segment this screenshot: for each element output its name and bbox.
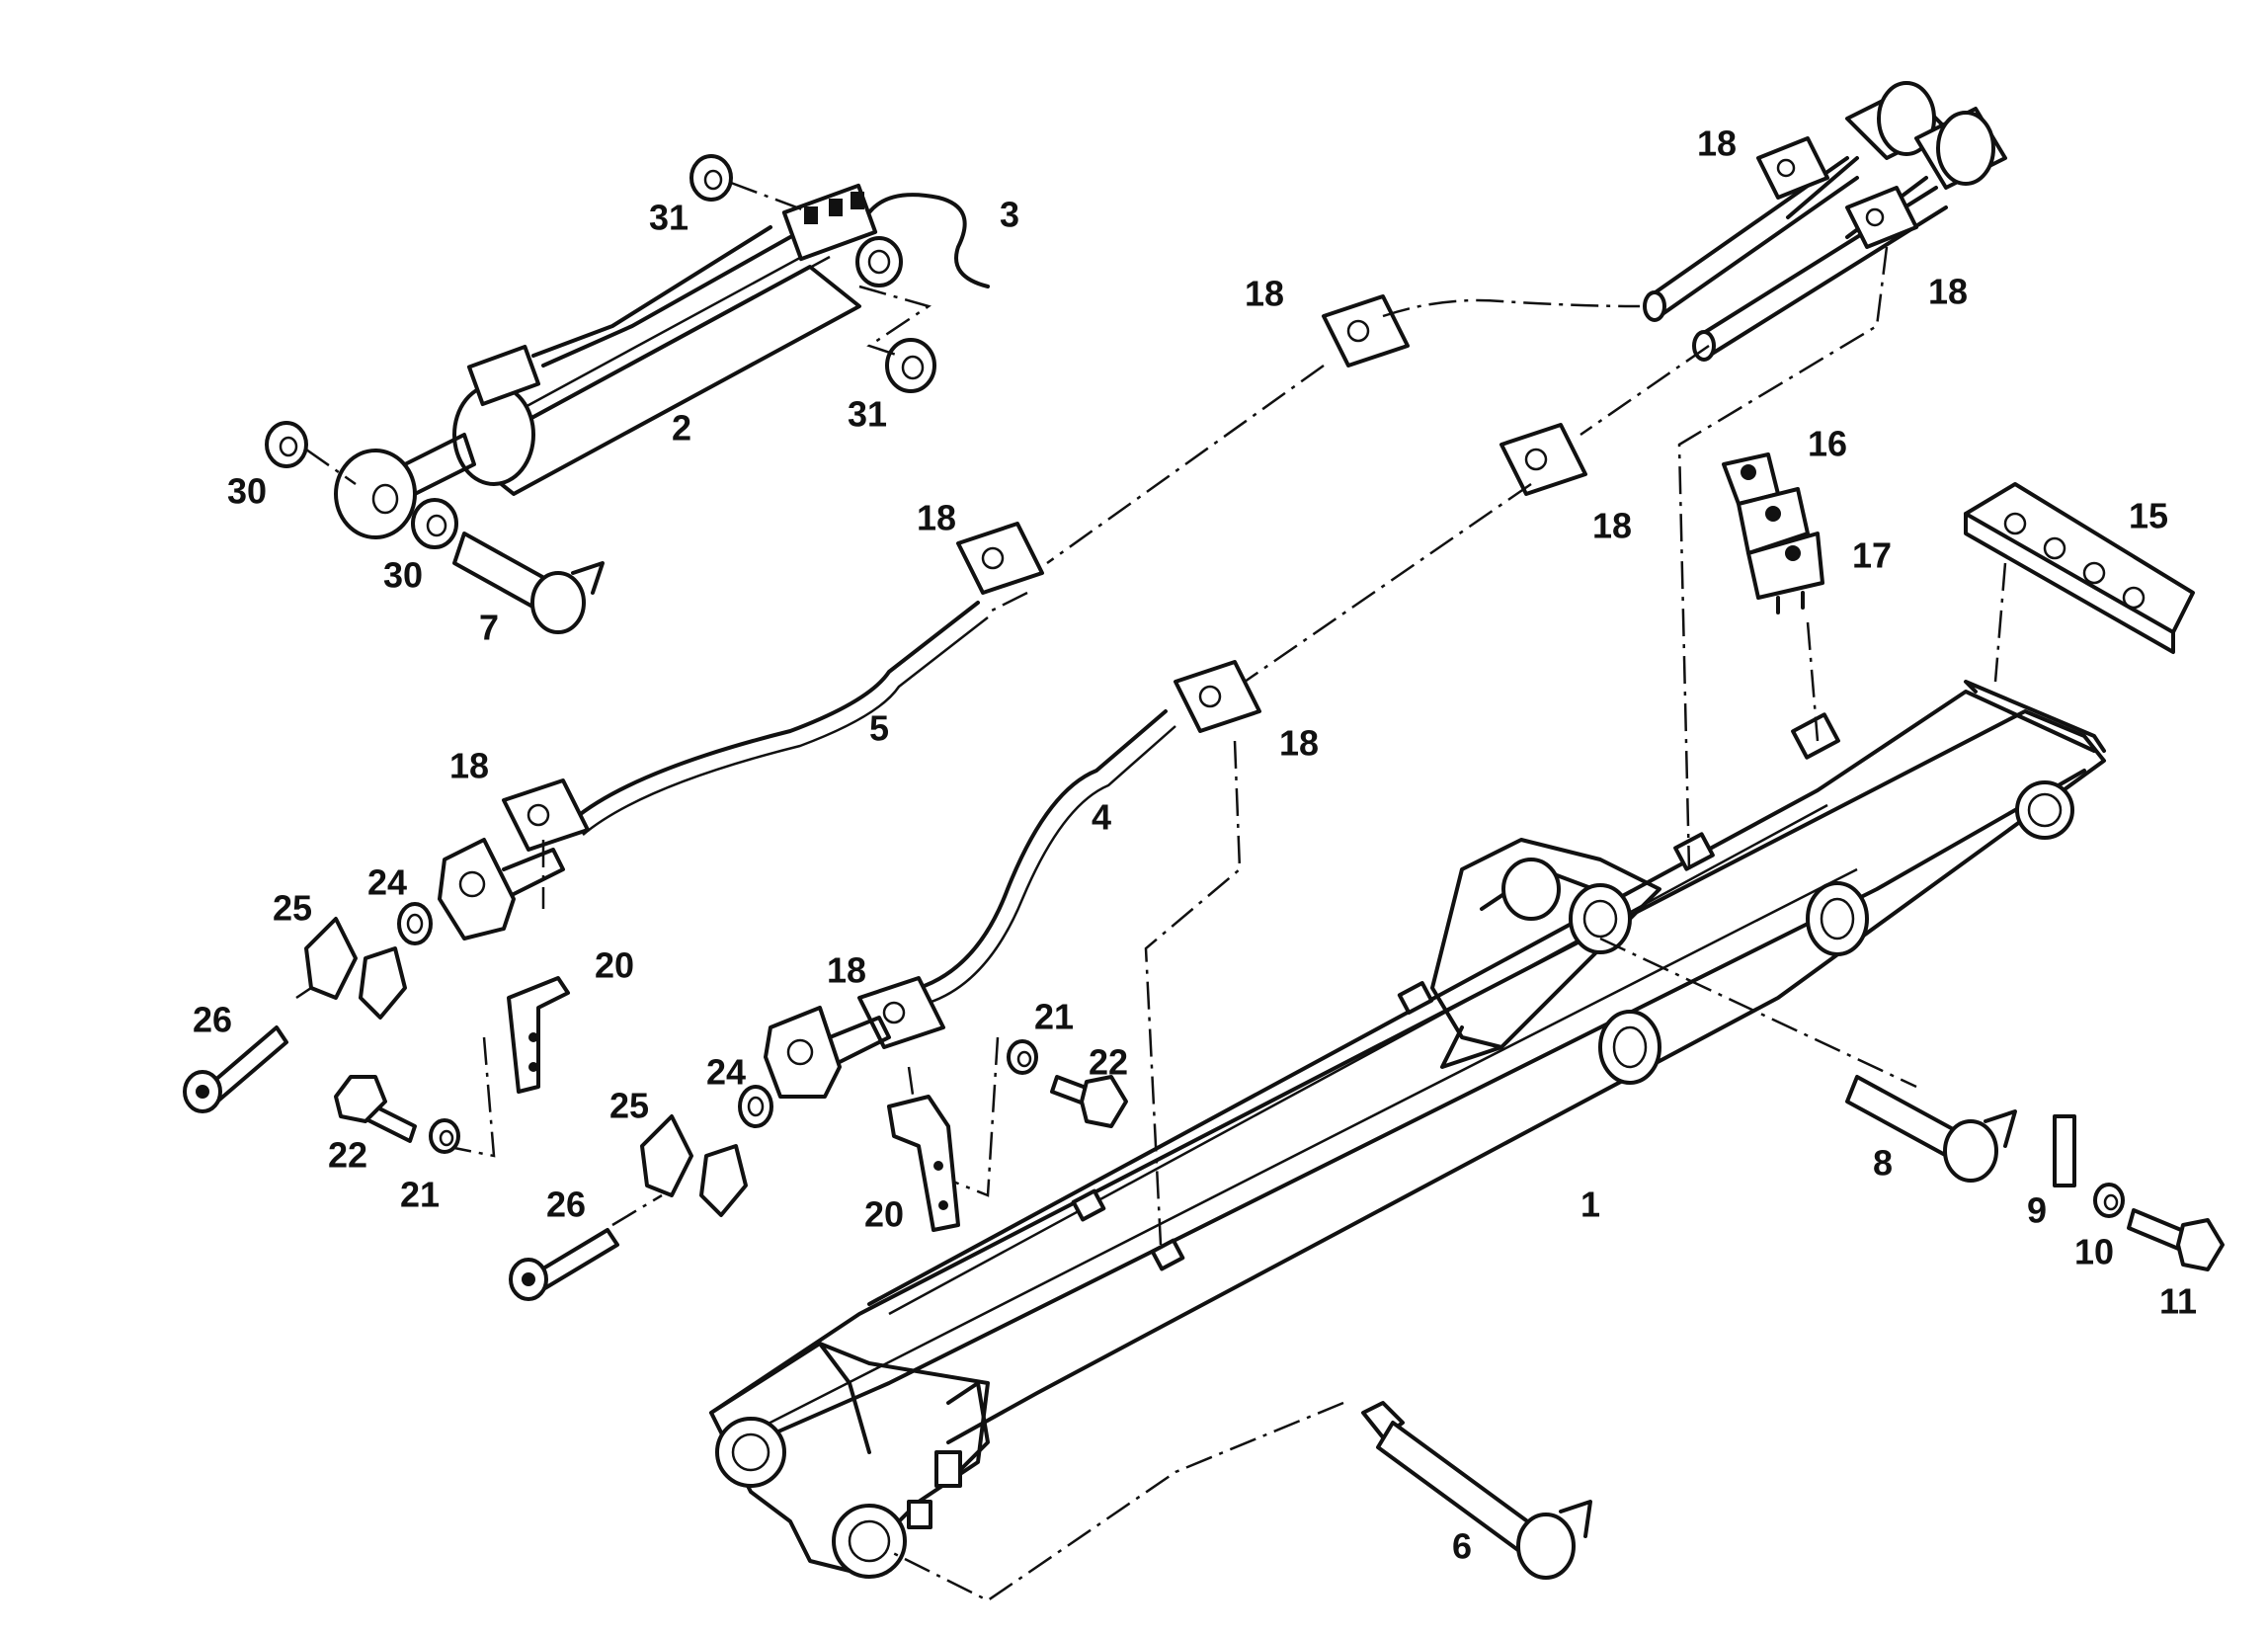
label-part-17: 17 [1852,535,1892,576]
pin-7 [452,532,605,634]
label-part-21-a: 21 [400,1175,440,1215]
label-part-31-a: 31 [649,198,688,238]
hydraulic-line-4-inner [928,725,1176,1005]
hydraulic-line-4 [917,709,1168,990]
label-part-4: 4 [1092,797,1111,838]
right-hardware [1361,452,2225,1580]
label-part-22-b: 22 [1089,1042,1128,1083]
label-part-18-d: 18 [1592,506,1632,546]
label-part-26-b: 26 [546,1185,586,1225]
label-part-2: 2 [672,408,691,449]
label-part-30-b: 30 [383,555,423,596]
label-part-18-c: 18 [1245,274,1284,314]
label-part-10: 10 [2074,1232,2114,1272]
label-part-18-g: 18 [449,746,489,786]
label-part-3: 3 [1000,195,1019,235]
hydraulic-cylinder [334,183,903,539]
label-part-11: 11 [2159,1281,2197,1322]
label-part-25-a: 25 [273,888,312,929]
label-part-18-f: 18 [1279,723,1319,764]
hydraulic-line-5-inner [582,616,989,836]
label-part-20-b: 20 [864,1194,904,1235]
left-fittings [183,838,1128,1301]
label-part-1: 1 [1580,1185,1600,1225]
label-part-25-b: 25 [609,1086,649,1126]
label-part-18-a: 18 [1697,123,1737,164]
label-part-7: 7 [479,608,499,648]
label-part-20-a: 20 [595,945,634,986]
label-part-18-e: 18 [917,498,956,538]
label-part-24-b: 24 [706,1052,746,1093]
washers [265,154,936,549]
label-part-15: 15 [2129,496,2168,536]
label-part-16: 16 [1808,424,1847,464]
label-part-24-a: 24 [367,862,407,903]
label-part-26-a: 26 [193,1000,232,1040]
label-part-8: 8 [1873,1143,1893,1184]
hydraulic-line-5 [571,601,980,822]
hose-3 [867,193,990,288]
label-part-22-a: 22 [328,1135,367,1176]
label-part-5: 5 [869,708,889,749]
label-part-31-b: 31 [848,394,887,435]
label-part-18-b: 18 [1928,272,1968,312]
label-part-6: 6 [1452,1526,1472,1567]
clamps [502,136,1918,1049]
boom-arm [709,680,2106,1579]
part-labels: 1 2 3 4 5 6 7 8 9 10 11 15 16 17 18 18 1… [193,123,2197,1567]
label-part-21-b: 21 [1034,997,1074,1037]
label-part-18-h: 18 [827,950,866,991]
label-part-30-a: 30 [227,471,267,512]
label-part-9: 9 [2027,1190,2047,1231]
